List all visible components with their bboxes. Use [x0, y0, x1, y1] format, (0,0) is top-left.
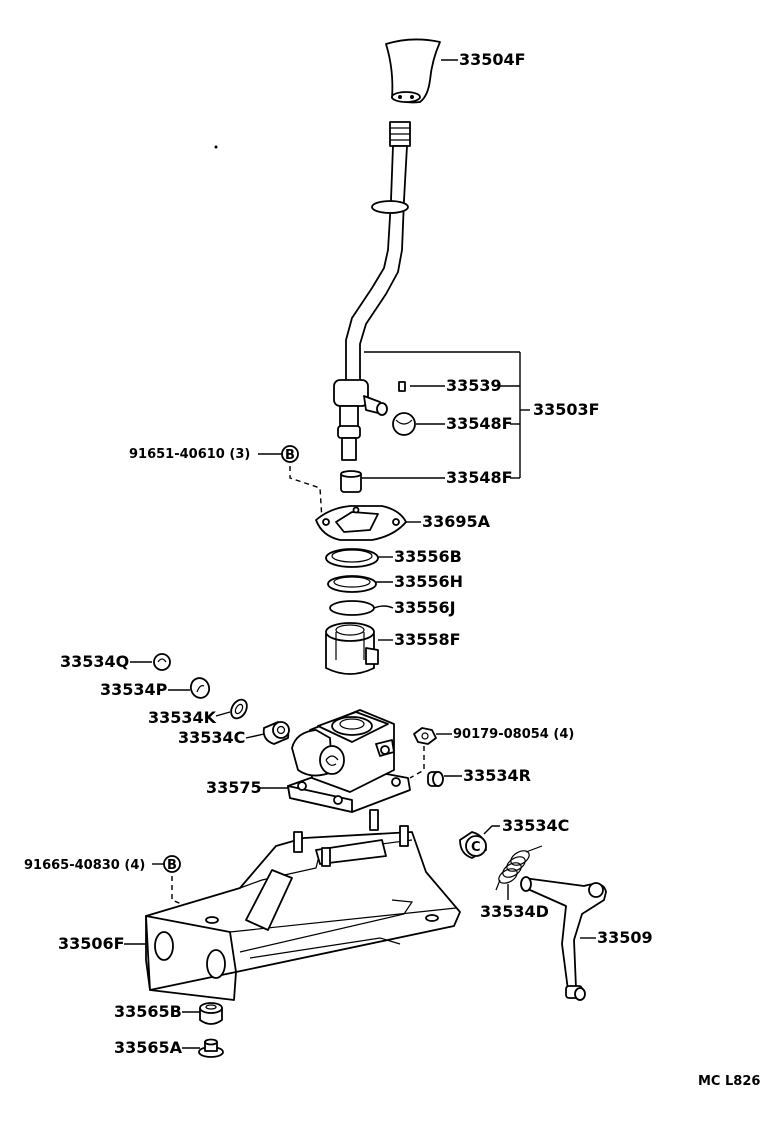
callout-b-1: B: [281, 445, 299, 463]
label-33534C-a: 33534C: [178, 728, 245, 747]
part-33556J-ring: [329, 600, 375, 616]
label-33556B: 33556B: [394, 547, 462, 566]
label-33534Q: 33534Q: [60, 652, 129, 671]
part-33539: [398, 381, 406, 392]
label-91665-40830: 91665-40830 (4): [24, 858, 145, 873]
label-33504F: 33504F: [459, 50, 526, 69]
shift-lever: [333, 121, 411, 461]
part-33548F-ball: [392, 412, 416, 436]
part-33534P-washer: [189, 677, 211, 699]
label-33565A: 33565A: [114, 1038, 183, 1057]
part-33506F-base: [145, 809, 461, 1001]
label-33558F: 33558F: [394, 630, 461, 649]
svg-text:B: B: [167, 858, 177, 873]
label-33548F-b: 33548F: [446, 468, 513, 487]
part-33534C-bushing-a: [262, 721, 290, 745]
label-33548F-a: 33548F: [446, 414, 513, 433]
label-33556H: 33556H: [394, 572, 463, 591]
part-33695A-plate: [315, 505, 407, 541]
callout-b-2: B: [163, 855, 181, 873]
label-33506F: 33506F: [58, 934, 125, 953]
label-33534R: 33534R: [463, 766, 531, 785]
label-33534K: 33534K: [148, 708, 217, 727]
part-33509-lever: [520, 876, 607, 1001]
part-33534K-clip: [230, 698, 248, 720]
label-33695A: 33695A: [422, 512, 491, 531]
part-90179-nut: [413, 727, 437, 745]
label-33539: 33539: [446, 376, 502, 395]
part-33556B-ring: [325, 548, 379, 568]
shift-knob: [385, 38, 441, 104]
label-90179-08054: 90179-08054 (4): [453, 727, 574, 742]
svg-text:B: B: [285, 448, 295, 463]
label-33534C-b: 33534C: [502, 816, 569, 835]
part-33534Q-clip: [153, 653, 171, 671]
part-33534R: [427, 771, 444, 787]
label-33565B: 33565B: [114, 1002, 182, 1021]
part-33556H-ring: [327, 575, 377, 593]
part-33558F-cup: [325, 622, 379, 675]
label-91651-40610: 91651-40610 (3): [129, 447, 250, 462]
label-33503F: 33503F: [533, 400, 600, 419]
svg-text:C: C: [471, 840, 481, 855]
part-33534C-bushing-b: C: [459, 831, 487, 859]
label-33509: 33509: [597, 928, 653, 947]
corner-code: MC L826: [698, 1074, 760, 1089]
part-33565B-bushing: [199, 1002, 223, 1025]
part-33534D-spring: [495, 845, 543, 891]
label-33534P: 33534P: [100, 680, 168, 699]
part-33548F-bushing: [340, 470, 362, 493]
label-33534D: 33534D: [480, 902, 549, 921]
part-33565A-bushing: [198, 1038, 224, 1058]
label-33575: 33575: [206, 778, 262, 797]
part-33575-housing: [287, 709, 411, 813]
label-33556J: 33556J: [394, 598, 456, 617]
